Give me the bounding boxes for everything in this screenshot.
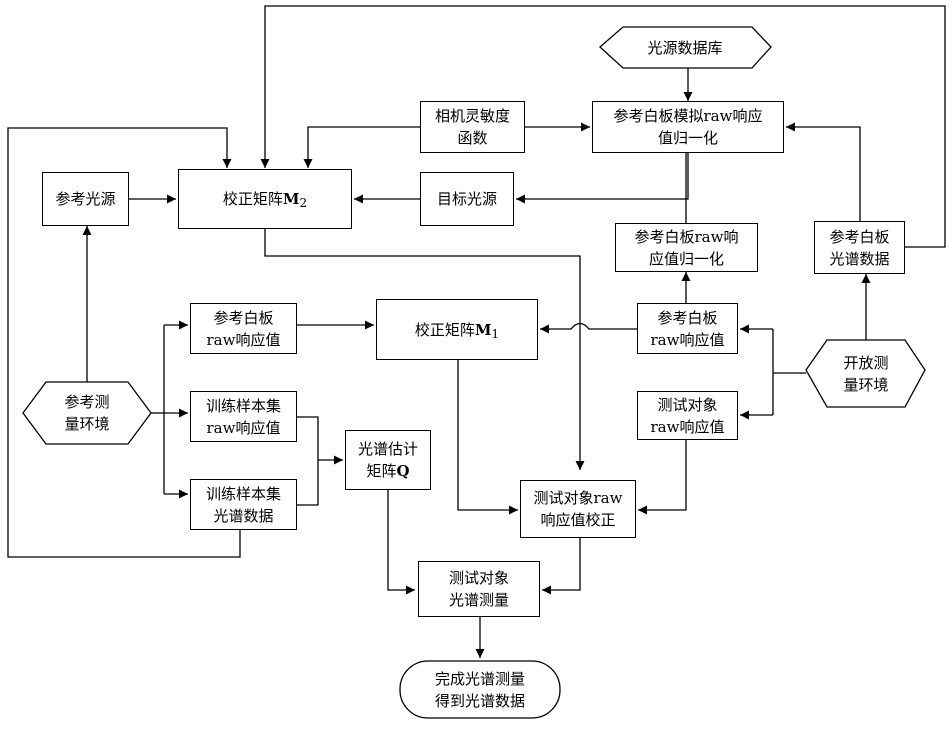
reference-environment-node: 参考测 量环境	[30, 382, 144, 444]
ref-board-raw-left-box: 参考白板 raw响应值	[190, 303, 297, 354]
target-light-box: 目标光源	[420, 172, 514, 226]
spectral-estimation-matrix-box: 光谱估计 矩阵Q	[345, 430, 431, 490]
final-result-node: 完成光谱测量 得到光谱数据	[400, 661, 560, 718]
light-database-node: 光源数据库	[610, 27, 760, 68]
reference-light-box: 参考光源	[42, 172, 129, 226]
test-object-spectral-measure-box: 测试对象 光谱测量	[418, 561, 540, 617]
ref-board-raw-right-box: 参考白板 raw响应值	[637, 303, 738, 354]
camera-sensitivity-box: 相机灵敏度 函数	[420, 101, 525, 153]
ref-board-spectral-data-box: 参考白板 光谱数据	[814, 221, 905, 274]
calibration-matrix-m2-box: 校正矩阵M2	[178, 169, 352, 229]
training-set-spectral-box: 训练样本集 光谱数据	[190, 479, 297, 530]
open-environment-node: 开放测 量环境	[810, 340, 922, 407]
training-set-raw-box: 训练样本集 raw响应值	[190, 391, 297, 442]
test-object-raw-correction-box: 测试对象raw 响应值校正	[520, 480, 636, 538]
calibration-matrix-m1-box: 校正矩阵M1	[376, 299, 538, 360]
test-object-raw-box: 测试对象 raw响应值	[637, 391, 738, 440]
ref-board-simulated-norm-box: 参考白板模拟raw响应 值归一化	[592, 101, 784, 153]
ref-board-raw-norm-box: 参考白板raw响 应值归一化	[615, 223, 758, 272]
